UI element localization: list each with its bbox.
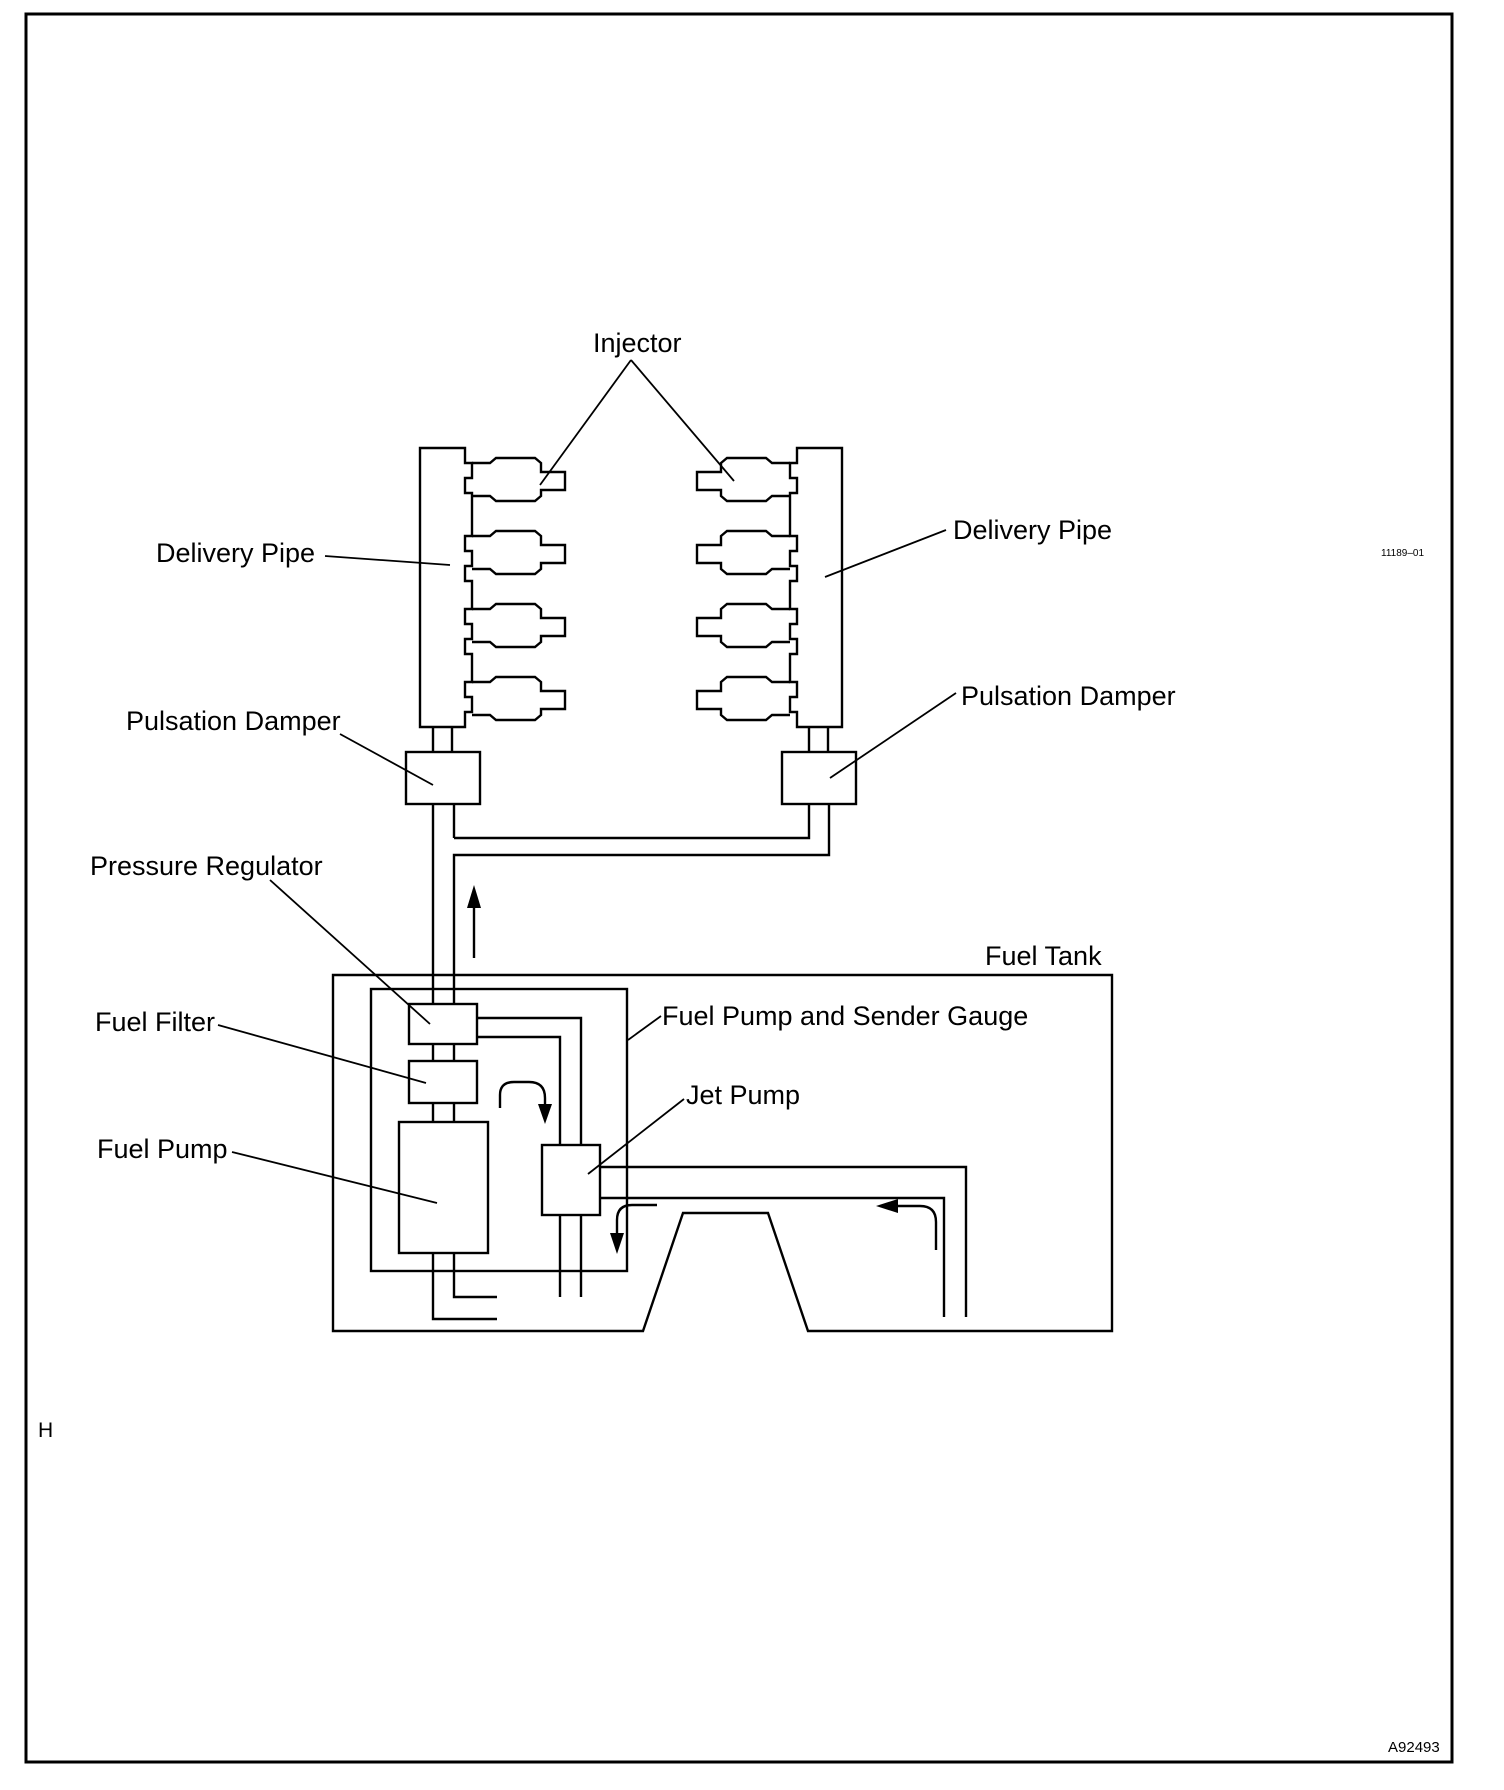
label-jet-pump: Jet Pump (686, 1080, 800, 1110)
reference-number: 11189–01 (1381, 548, 1424, 559)
delivery-pipe-right (788, 446, 844, 729)
figure-id: A92493 (1388, 1739, 1440, 1756)
fuel-tank (331, 973, 1114, 1333)
injector-left-1 (472, 456, 567, 503)
margin-mark: H (38, 1419, 53, 1442)
pressure-regulator (407, 1002, 479, 1046)
pump-inlet (431, 1253, 497, 1321)
fuel-pump-sender-housing (369, 987, 629, 1273)
flow-arrow-transfer (876, 1199, 938, 1250)
flow-arrow-jet-outlet (610, 1203, 657, 1254)
label-fuel-pump: Fuel Pump (97, 1134, 228, 1164)
injector-left-3 (472, 602, 567, 649)
label-fuel-filter: Fuel Filter (95, 1007, 215, 1037)
fuel-pump (397, 1120, 490, 1255)
pulsation-damper-left (404, 750, 482, 806)
damper-connectors (431, 727, 830, 752)
injector-left-4 (472, 675, 567, 722)
label-delivery-pipe-left: Delivery Pipe (156, 538, 315, 568)
injector-left-2 (472, 529, 567, 576)
flow-arrow-regulator-return (498, 1080, 552, 1124)
injector-right-2 (695, 529, 790, 576)
label-fuel-pump-sender-gauge: Fuel Pump and Sender Gauge (662, 1001, 1028, 1031)
label-pressure-regulator: Pressure Regulator (90, 851, 323, 881)
label-pulsation-damper-left: Pulsation Damper (126, 706, 341, 736)
injector-right-1 (695, 456, 790, 503)
injector-right-4 (695, 675, 790, 722)
leader-lines (217, 359, 957, 1204)
pulsation-damper-right (780, 750, 858, 806)
delivery-pipe-left (418, 446, 474, 729)
label-fuel-tank: Fuel Tank (985, 941, 1102, 971)
internal-connectors (431, 1044, 456, 1122)
label-pulsation-damper-right: Pulsation Damper (961, 681, 1176, 711)
injectors-left (472, 456, 567, 722)
page-frame (24, 12, 1454, 1764)
transfer-pipe (600, 1165, 968, 1317)
label-injector: Injector (593, 328, 682, 358)
injector-right-3 (695, 602, 790, 649)
label-delivery-pipe-right: Delivery Pipe (953, 515, 1112, 545)
flow-arrow-up (467, 885, 481, 958)
jet-pump (540, 1143, 602, 1217)
supply-pipes (431, 804, 831, 1004)
injectors-right (695, 456, 790, 722)
